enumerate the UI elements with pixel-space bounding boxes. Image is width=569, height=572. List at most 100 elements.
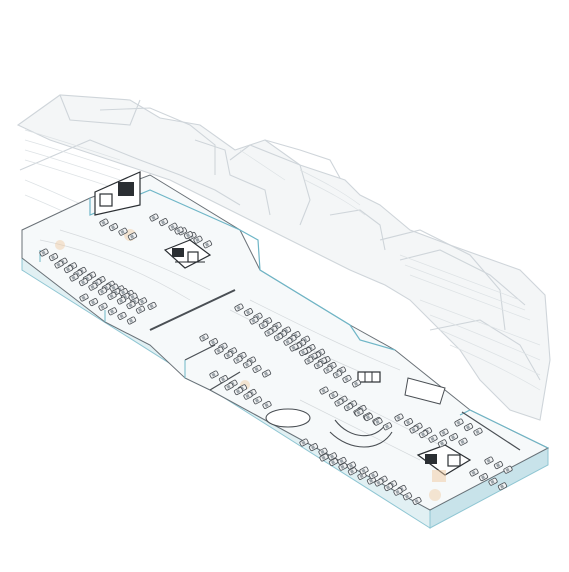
parked-car xyxy=(214,346,224,355)
parked-car xyxy=(402,492,413,501)
parked-car xyxy=(351,379,362,388)
parked-car xyxy=(354,408,364,417)
ghost-building-upper-levels xyxy=(16,94,551,421)
parked-car xyxy=(199,333,209,342)
parked-car xyxy=(403,418,414,427)
parked-car xyxy=(428,434,438,443)
parked-car xyxy=(98,302,108,311)
parked-car xyxy=(147,301,157,310)
parked-car xyxy=(208,338,219,347)
parked-car xyxy=(374,478,384,487)
parked-car xyxy=(107,291,117,300)
parked-car xyxy=(149,213,159,222)
parked-car xyxy=(233,387,244,396)
parked-car xyxy=(168,222,178,231)
stair-core-west xyxy=(94,171,141,216)
parked-car xyxy=(337,456,347,465)
parked-car xyxy=(454,418,464,427)
parked-car xyxy=(478,473,489,482)
parked-car xyxy=(366,476,377,485)
parked-car xyxy=(304,356,314,365)
parked-car xyxy=(252,396,263,405)
parked-car xyxy=(209,370,219,379)
parked-car xyxy=(88,298,99,307)
parked-car xyxy=(118,288,129,297)
parked-car xyxy=(218,375,229,384)
parked-car xyxy=(118,227,128,236)
ghost-facade-ribs xyxy=(24,129,541,391)
parked-car xyxy=(88,282,98,291)
parked-car xyxy=(135,305,146,314)
dividing-wall-4 xyxy=(461,411,521,451)
parked-car xyxy=(249,316,259,325)
parked-car xyxy=(117,311,127,320)
parked-car xyxy=(343,403,354,412)
parked-car xyxy=(202,240,213,249)
parked-car xyxy=(258,321,269,330)
stair-core-center xyxy=(163,239,212,269)
parked-car xyxy=(313,361,324,370)
parked-car xyxy=(319,453,329,462)
parked-car xyxy=(39,248,49,257)
parked-car xyxy=(126,316,137,325)
parked-car xyxy=(394,413,404,422)
parked-car xyxy=(458,437,468,446)
parked-car xyxy=(503,465,513,474)
parked-car xyxy=(242,360,253,369)
parked-car xyxy=(346,461,357,470)
parked-car xyxy=(473,427,483,436)
parked-car xyxy=(109,283,119,292)
parked-car xyxy=(327,452,338,461)
parked-car xyxy=(308,443,319,452)
stair-core-east xyxy=(416,444,472,482)
parked-car xyxy=(497,482,508,491)
parked-car xyxy=(128,292,138,301)
parked-car xyxy=(107,307,118,316)
dividing-wall-2 xyxy=(184,344,216,361)
dividing-wall xyxy=(149,289,236,331)
parked-car xyxy=(439,428,449,437)
parked-car xyxy=(363,413,374,422)
parked-car xyxy=(69,273,79,282)
parked-car xyxy=(359,466,369,475)
parked-car xyxy=(368,471,379,480)
parked-car xyxy=(289,343,299,352)
ramp xyxy=(265,377,446,448)
parked-car xyxy=(383,483,394,492)
parked-car xyxy=(54,260,64,269)
parked-car xyxy=(463,423,474,432)
parked-car xyxy=(382,422,393,431)
parked-car xyxy=(347,467,358,476)
parked-car xyxy=(63,265,74,274)
parked-car xyxy=(437,439,448,448)
parked-car xyxy=(342,374,352,383)
parked-car xyxy=(493,461,504,470)
parked-car xyxy=(243,391,253,400)
parked-car xyxy=(448,433,459,442)
parked-car xyxy=(264,328,274,337)
parked-car xyxy=(158,218,169,227)
warm-lights xyxy=(55,229,441,501)
parked-car xyxy=(273,333,284,342)
parked-car xyxy=(469,468,479,477)
parked-car xyxy=(127,232,138,241)
parked-cars xyxy=(39,213,513,505)
parked-car xyxy=(262,400,272,409)
parked-car xyxy=(243,308,254,317)
parked-car xyxy=(233,355,243,364)
parked-car xyxy=(283,337,293,346)
parked-car xyxy=(373,417,383,426)
parked-car xyxy=(409,425,419,434)
parked-car xyxy=(126,301,136,310)
parked-car xyxy=(393,487,403,496)
parked-car xyxy=(488,477,498,486)
parked-car xyxy=(137,297,148,306)
parked-car xyxy=(334,398,344,407)
parked-car xyxy=(261,369,272,378)
parked-car xyxy=(328,391,339,400)
parked-car xyxy=(412,496,422,505)
parked-car xyxy=(224,382,234,391)
elevator-core xyxy=(357,371,381,383)
